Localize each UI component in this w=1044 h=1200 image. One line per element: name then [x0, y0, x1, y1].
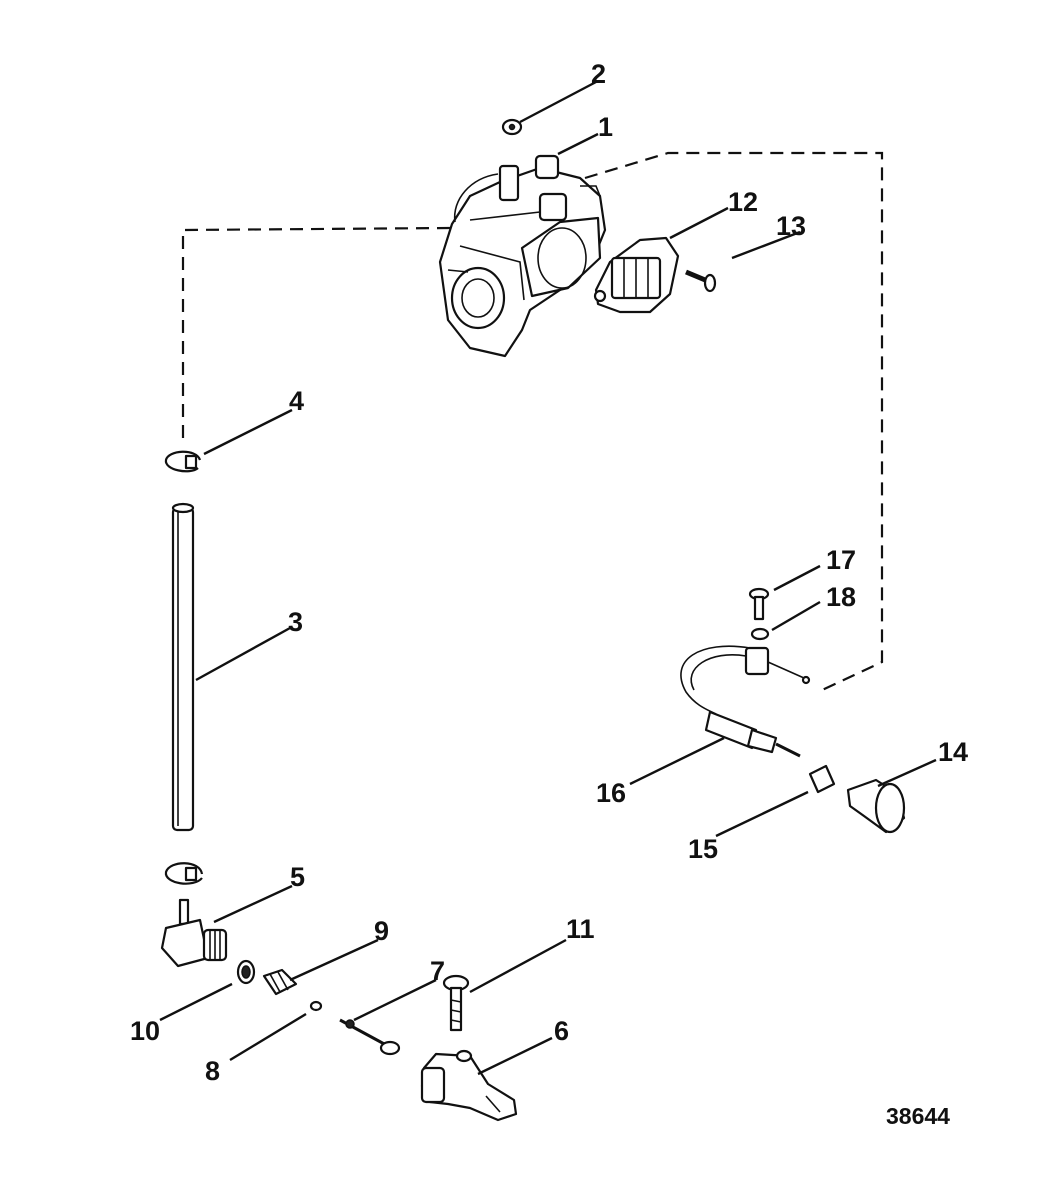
part-8-oring — [309, 1000, 323, 1012]
callout-8: 8 — [205, 1056, 220, 1086]
figure-number: 38644 — [886, 1103, 950, 1129]
part-7-needle — [339, 1018, 401, 1056]
part-11-bolt — [442, 974, 470, 1032]
dashed-assembly-line-right — [584, 151, 884, 693]
callout-10: 10 — [130, 1016, 160, 1046]
part-10-nut — [236, 959, 256, 985]
part-2-nut — [501, 118, 523, 136]
callout-18: 18 — [826, 582, 856, 612]
callout-11: 11 — [566, 914, 595, 944]
part-17-screw — [748, 587, 770, 621]
part-3-rod — [171, 502, 195, 832]
carburetor-body — [438, 154, 607, 358]
callout-3: 3 — [288, 607, 303, 637]
callout-5: 5 — [290, 862, 305, 892]
part-18-washer — [750, 627, 770, 641]
callout-12: 12 — [728, 187, 758, 217]
part-14-knob — [846, 778, 906, 834]
callout-6: 6 — [554, 1016, 569, 1046]
part-6-valve-body — [420, 1049, 518, 1122]
part-15-nut — [808, 764, 836, 794]
part-12-choke-plate — [593, 236, 680, 314]
callout-4: 4 — [289, 386, 304, 416]
callout-17: 17 — [826, 545, 856, 575]
callout-13: 13 — [776, 211, 806, 241]
dashed-assembly-line-left — [181, 226, 451, 440]
part-4-clip — [164, 450, 202, 473]
callout-1: 1 — [598, 112, 613, 142]
part-16-choke-cable — [680, 645, 811, 758]
callout-16: 16 — [596, 778, 626, 808]
leader-lines — [159, 80, 937, 1076]
callout-14: 14 — [938, 737, 968, 767]
callout-9: 9 — [374, 916, 389, 946]
part-5-elbow-fitting — [160, 898, 228, 968]
part-9-spring — [262, 968, 298, 996]
callout-7: 7 — [430, 956, 445, 986]
callout-15: 15 — [688, 834, 718, 864]
part-4-lower-clip — [164, 862, 204, 885]
part-13-screw — [685, 269, 717, 293]
callout-2: 2 — [591, 59, 606, 89]
